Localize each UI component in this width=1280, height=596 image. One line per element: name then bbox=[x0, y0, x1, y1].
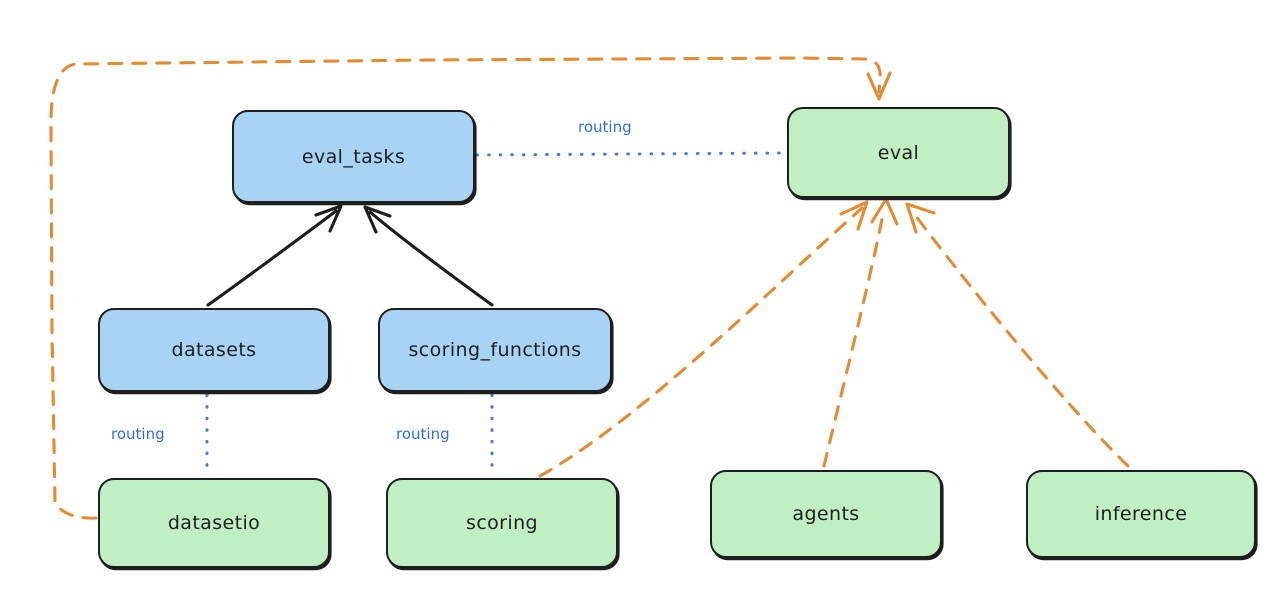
node-label: eval bbox=[877, 141, 920, 164]
node-label: datasetio bbox=[167, 512, 261, 534]
node-eval-tasks[interactable]: eval_tasks bbox=[232, 110, 475, 203]
edge-label-routing-scoring-functions: routing bbox=[396, 425, 450, 443]
node-agents[interactable]: agents bbox=[710, 470, 942, 558]
node-eval[interactable]: eval bbox=[787, 107, 1010, 198]
edge-agents-to-eval bbox=[822, 197, 899, 468]
node-label: eval_tasks bbox=[301, 145, 406, 168]
edge-eval-tasks-routing-eval bbox=[475, 151, 786, 157]
node-scoring-functions[interactable]: scoring_functions bbox=[378, 308, 612, 392]
node-label: scoring bbox=[466, 512, 538, 534]
node-datasets[interactable]: datasets bbox=[98, 308, 330, 392]
node-label: agents bbox=[792, 503, 860, 525]
node-label: datasets bbox=[171, 339, 257, 361]
node-label: scoring_functions bbox=[408, 339, 582, 361]
node-datasetio[interactable]: datasetio bbox=[98, 478, 330, 568]
edge-scoring-functions-to-eval-tasks bbox=[363, 205, 494, 307]
node-label: inference bbox=[1094, 503, 1188, 525]
edge-label-routing-datasets: routing bbox=[111, 425, 165, 443]
node-inference[interactable]: inference bbox=[1026, 470, 1256, 558]
edge-inference-to-eval bbox=[905, 202, 1130, 468]
edge-label-routing-eval-tasks: routing bbox=[578, 118, 632, 136]
node-scoring[interactable]: scoring bbox=[386, 478, 618, 568]
edge-datasets-to-eval-tasks bbox=[206, 204, 343, 307]
